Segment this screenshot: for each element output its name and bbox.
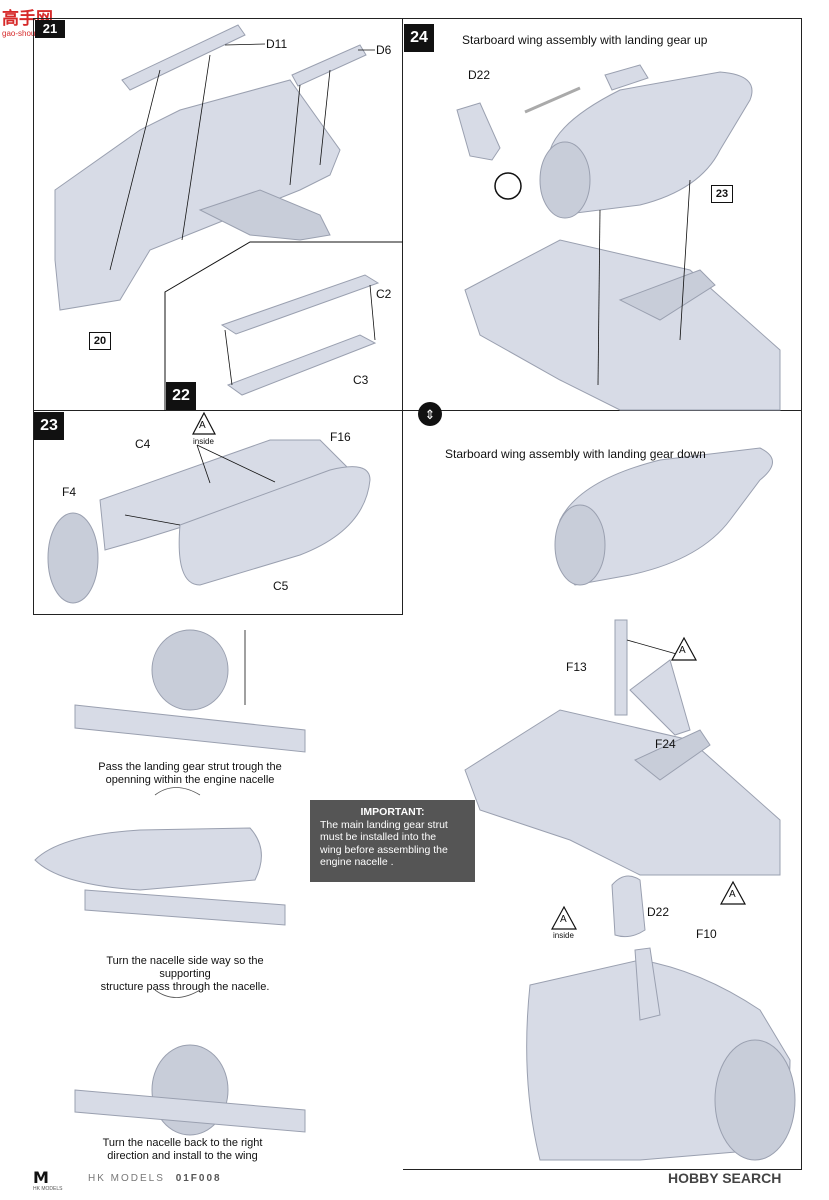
svg-text:⇕: ⇕ <box>425 408 436 423</box>
label-d11: D11 <box>266 37 288 51</box>
label-d22-down: D22 <box>647 905 670 919</box>
label-f16: F16 <box>330 430 351 444</box>
caption-2-text: Turn the nacelle side way so the support… <box>100 955 270 993</box>
marker-a-letter-d22: A <box>560 914 567 925</box>
important-body: The main landing gear strut must be inst… <box>320 818 448 869</box>
step-22-number: 22 <box>166 382 196 410</box>
ref-step-20: 20 <box>89 332 111 350</box>
step-21-number: 21 <box>35 20 65 38</box>
hobby-search-logo: HOBBY SEARCH <box>668 1170 781 1186</box>
label-f4: F4 <box>62 485 77 499</box>
rotate-symbol <box>418 402 442 426</box>
step-23-number: 23 <box>34 412 64 440</box>
caption-turn-sideways: Turn the nacelle side way so the support… <box>80 955 290 994</box>
marker-a-note-d22: inside <box>553 931 574 940</box>
caption-3-text: Turn the nacelle back to the right direc… <box>102 1137 263 1162</box>
marker-a-letter-23: A <box>199 420 206 431</box>
watermark-sub: gao-shou.com <box>2 29 53 38</box>
label-c5: C5 <box>273 579 289 593</box>
label-c2: C2 <box>376 287 392 301</box>
footer-brand-text: HK MODELS <box>88 1173 165 1184</box>
marker-a-letter-strut: A <box>679 645 686 656</box>
hobby-search-text: HOBBY SEARCH <box>668 1170 782 1186</box>
important-note: IMPORTANT: The main landing gear strut m… <box>310 800 475 882</box>
hk-logo-sub: HK MODELS <box>33 1186 63 1192</box>
caption-1-text: Pass the landing gear strut trough the o… <box>98 761 282 786</box>
panel-right-column <box>403 410 802 1170</box>
caption-turn-back: Turn the nacelle back to the right direc… <box>95 1137 270 1163</box>
panel-step-23 <box>33 410 403 615</box>
label-d22-up: D22 <box>468 68 491 82</box>
marker-a-note-23: inside <box>193 437 214 446</box>
step-24-number: 24 <box>404 24 434 52</box>
step-24-title-up: Starboard wing assembly with landing gea… <box>462 33 708 47</box>
footer-code: 01F008 <box>175 1173 222 1184</box>
label-c3: C3 <box>353 373 369 387</box>
label-f10: F10 <box>696 927 717 941</box>
ref-step-23: 23 <box>711 185 733 203</box>
label-f13: F13 <box>566 660 587 674</box>
important-heading: IMPORTANT: <box>360 806 425 818</box>
hk-logo: M HK MODELS <box>33 1168 63 1193</box>
caption-pass-strut: Pass the landing gear strut trough the o… <box>95 761 285 787</box>
marker-a-letter-f10: A <box>729 889 736 900</box>
title-gear-down: Starboard wing assembly with landing gea… <box>445 447 706 461</box>
footer-brand: HK MODELS 01F008 <box>88 1173 222 1184</box>
label-f24: F24 <box>655 737 676 751</box>
label-c4: C4 <box>135 437 151 451</box>
label-d6: D6 <box>376 43 392 57</box>
